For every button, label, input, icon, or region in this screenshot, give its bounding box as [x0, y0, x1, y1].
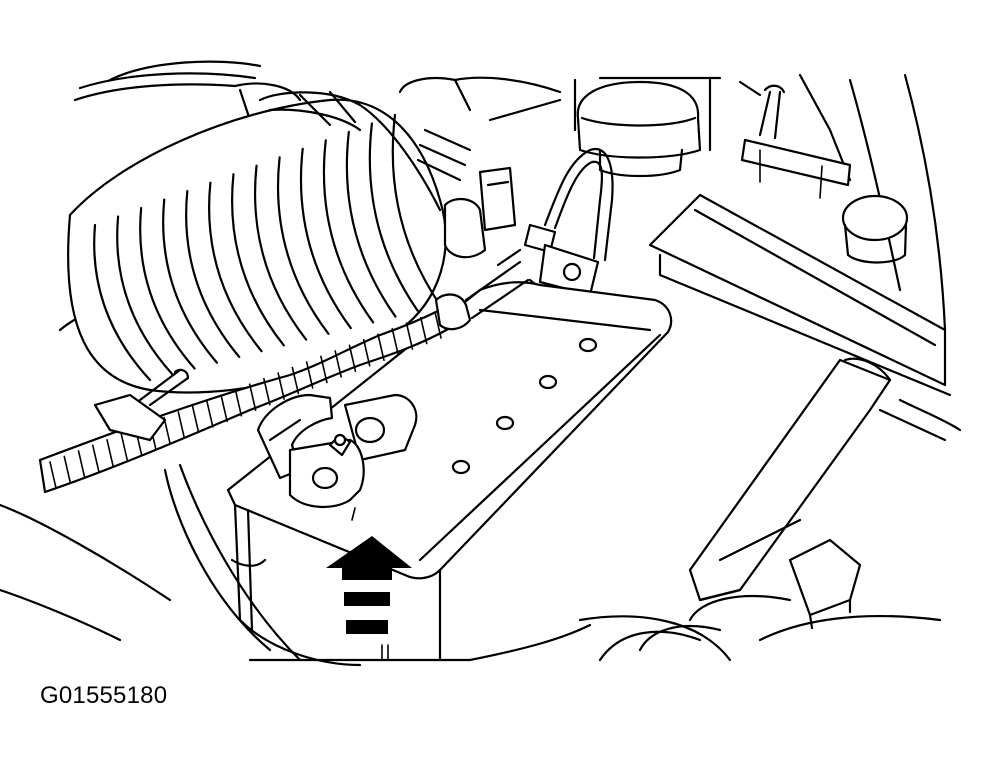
loom-rib — [277, 372, 285, 400]
loom-rib — [291, 366, 300, 395]
duct-rib — [345, 130, 397, 318]
loom-rib — [77, 450, 86, 478]
negative-cable-loom — [38, 248, 530, 494]
duct-clamp — [416, 128, 472, 182]
loom-rib — [49, 461, 57, 489]
loom-rib — [120, 433, 129, 462]
reservoir-cap — [576, 78, 712, 178]
loom-rib — [391, 327, 400, 356]
duct-rib — [299, 147, 352, 330]
loom-rib — [63, 455, 72, 484]
duct-rib — [276, 156, 330, 335]
loom-rib — [177, 411, 186, 439]
loom-rib — [434, 311, 442, 339]
loom-rib — [91, 444, 100, 473]
loom-rib — [206, 400, 214, 428]
loom-rib — [305, 361, 314, 389]
figure-bottom-edge — [248, 623, 592, 662]
arrow-shaft — [342, 566, 392, 580]
loom-rib — [405, 322, 414, 350]
negative-terminal-clamp — [256, 393, 365, 509]
loom-rib — [362, 338, 371, 367]
arrow-dash-1 — [344, 592, 390, 606]
duct-rib — [116, 215, 174, 376]
duct-rib — [253, 164, 308, 341]
arrow-dash-2 — [346, 620, 388, 634]
loom-rib — [263, 377, 271, 406]
positive-cable — [523, 147, 614, 297]
loom-rib — [163, 416, 171, 445]
duct-rib — [93, 223, 152, 382]
duct-rib — [368, 122, 419, 312]
loom-rib — [320, 355, 328, 384]
direction-arrow-callout — [326, 507, 412, 661]
duct-rib — [208, 181, 263, 353]
loom-rib — [220, 394, 228, 423]
duct-rib — [162, 198, 219, 364]
arrow-head — [326, 536, 412, 568]
wire-clip — [93, 368, 190, 442]
loom-rib — [248, 383, 257, 412]
duct-rib — [322, 139, 375, 324]
battery-tray-frame — [578, 357, 962, 662]
loom-rib — [106, 438, 114, 467]
loom-rib — [191, 405, 200, 434]
loom-rib — [334, 350, 342, 378]
loom-rib — [377, 333, 385, 362]
loom-rib — [419, 316, 428, 345]
loom-rib — [234, 388, 243, 417]
fuse-box-lid — [648, 193, 952, 397]
duct-rib — [139, 206, 196, 370]
air-intake-duct — [0, 90, 447, 662]
sensor-connector — [443, 166, 517, 259]
battery-hold-down-bracket — [740, 84, 852, 199]
figure-id-label: G01555180 — [40, 682, 168, 709]
loom-rib — [348, 344, 357, 373]
duct-rib — [230, 173, 285, 347]
duct-rib — [185, 190, 241, 359]
duct-rib — [391, 113, 442, 307]
